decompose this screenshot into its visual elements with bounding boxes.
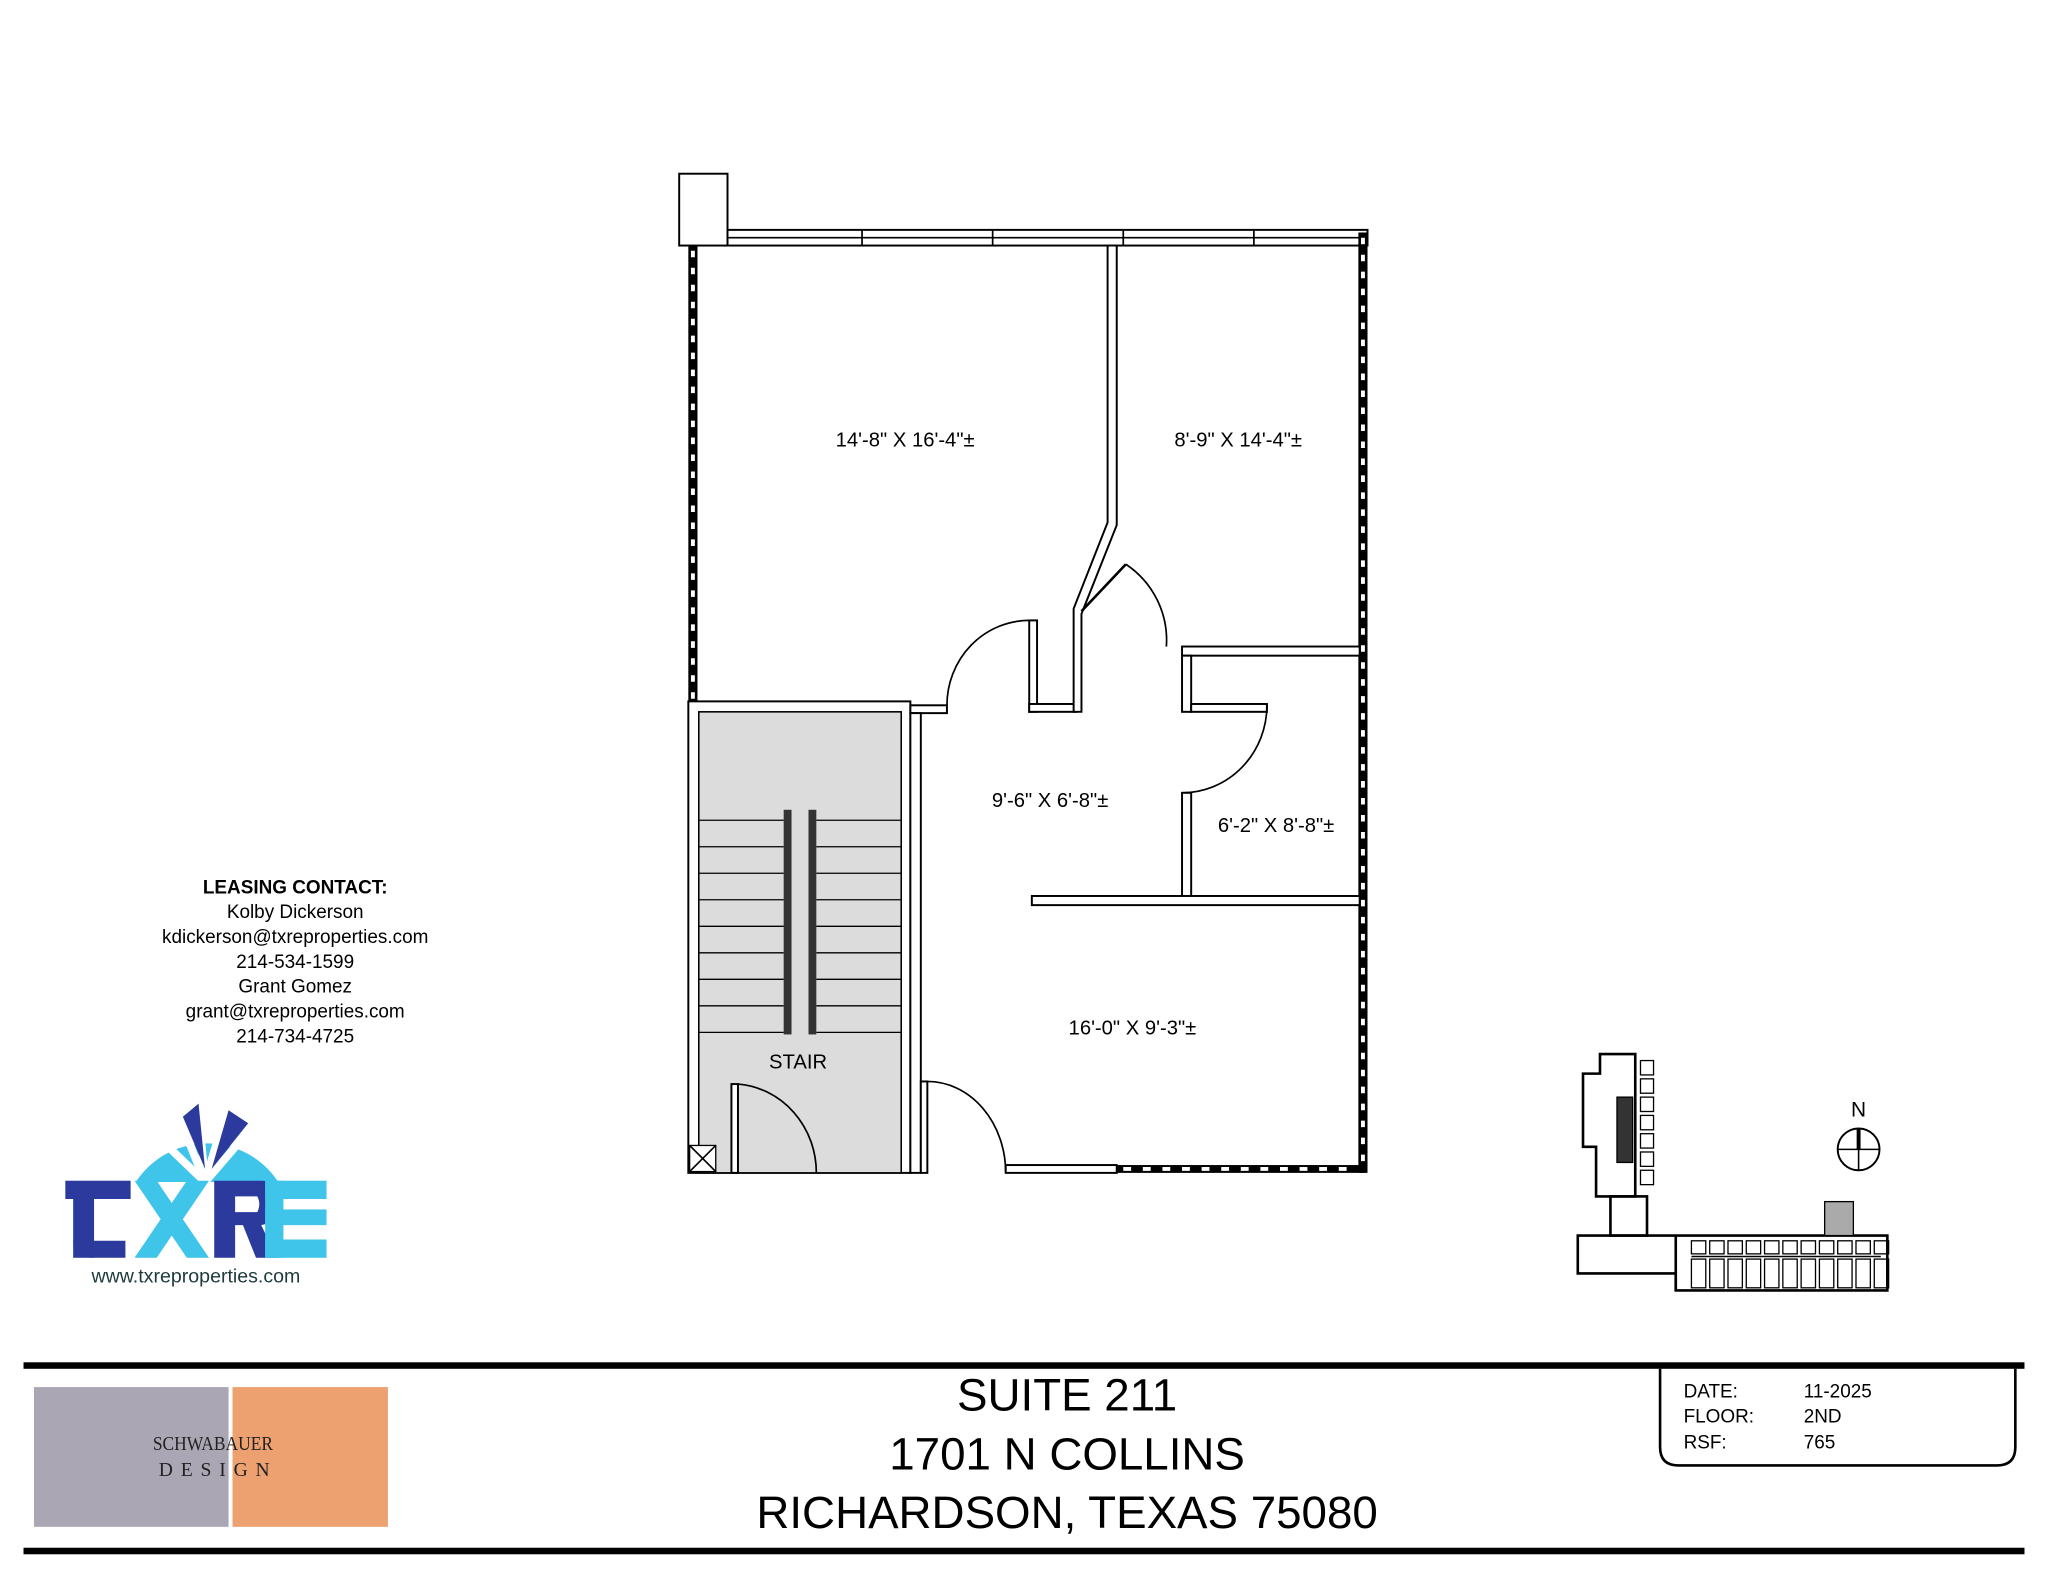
room-label: 6'-2" X 8'-8"± xyxy=(1218,815,1334,837)
top-window-wall xyxy=(726,228,1369,247)
room-label: 14'-8" X 16'-4"± xyxy=(836,430,975,452)
keyplan-room xyxy=(1800,1258,1817,1289)
room-label: 16'-0" X 9'-3"± xyxy=(1069,1017,1197,1039)
north-label: N xyxy=(1851,1099,1866,1122)
keyplan-room xyxy=(1727,1258,1744,1289)
address-line: 1701 N COLLINS xyxy=(889,1428,1245,1479)
contact-email[interactable]: kdickerson@txreproperties.com xyxy=(162,927,428,948)
contact-phone: 214-534-1599 xyxy=(236,952,354,973)
txre-url[interactable]: www.txreproperties.com xyxy=(90,1266,300,1288)
contact-phone: 214-734-4725 xyxy=(236,1026,354,1047)
stair-label: STAIR xyxy=(769,1051,827,1073)
designer-logo: SCHWABAUER DESIGN xyxy=(33,1387,388,1527)
leasing-contact: LEASING CONTACT: Kolby Dickerson kdicker… xyxy=(162,877,428,1047)
leasing-heading: LEASING CONTACT: xyxy=(203,877,388,898)
stair xyxy=(687,700,912,1174)
keyplan-room xyxy=(1709,1240,1725,1255)
keyplan-room xyxy=(1763,1258,1780,1289)
keyplan-room xyxy=(1727,1240,1744,1255)
floor-label: FLOOR: xyxy=(1684,1406,1754,1427)
keyplan-room xyxy=(1639,1133,1655,1149)
stair-fill xyxy=(697,711,903,1174)
keyplan-room xyxy=(1745,1258,1762,1289)
keyplan-room xyxy=(1745,1240,1762,1255)
keyplan-room xyxy=(1690,1258,1707,1289)
title-block: SCHWABAUER DESIGN SUITE 211 1701 N COLLI… xyxy=(23,1362,2025,1555)
rsf-label: RSF: xyxy=(1684,1432,1727,1453)
keyplan-room xyxy=(1800,1240,1817,1255)
floor-plan: 14'-8" X 16'-4"± 8'-9" X 14'-4"± 9'-6" X… xyxy=(678,172,1369,1174)
keyplan-room xyxy=(1690,1240,1707,1255)
rsf-value: 765 xyxy=(1804,1432,1836,1453)
keyplan-room xyxy=(1639,1151,1655,1168)
keyplan-room xyxy=(1873,1240,1890,1255)
date-label: DATE: xyxy=(1684,1382,1738,1403)
city-line: RICHARDSON, TEXAS 75080 xyxy=(756,1487,1377,1538)
room-label: 8'-9" X 14'-4"± xyxy=(1174,430,1302,452)
info-box xyxy=(1658,1368,2017,1467)
keyplan-room xyxy=(1873,1258,1890,1289)
keyplan-room xyxy=(1818,1258,1835,1289)
north-arrow-icon xyxy=(1836,1127,1881,1172)
keyplan-room xyxy=(1639,1096,1655,1113)
svg-text:DESIGN: DESIGN xyxy=(159,1460,278,1481)
keyplan-room xyxy=(1639,1114,1655,1131)
txre-logo: www.txreproperties.com xyxy=(65,1083,327,1288)
contact-name: Kolby Dickerson xyxy=(227,902,364,923)
keyplan-room xyxy=(1855,1258,1872,1289)
date-value: 11-2025 xyxy=(1804,1382,1872,1403)
keyplan-room xyxy=(1639,1078,1655,1094)
key-plan: N xyxy=(1576,1052,1890,1292)
keyplan-room xyxy=(1639,1169,1655,1186)
column-box xyxy=(678,172,729,247)
contact-email[interactable]: grant@txreproperties.com xyxy=(186,1001,405,1022)
bottom-exterior-wall xyxy=(1116,1165,1365,1173)
keyplan-room xyxy=(1837,1258,1853,1289)
keyplan-room xyxy=(1639,1059,1655,1076)
floor-value: 2ND xyxy=(1804,1406,1842,1427)
keyplan-room xyxy=(1782,1258,1798,1289)
keyplan-room xyxy=(1709,1258,1725,1289)
suite-title: SUITE 211 xyxy=(957,1370,1177,1421)
room-label: 9'-6" X 6'-8"± xyxy=(992,790,1108,812)
contact-name: Grant Gomez xyxy=(238,977,352,998)
keyplan-room xyxy=(1855,1240,1872,1255)
keyplan-room xyxy=(1782,1240,1798,1255)
keyplan-room xyxy=(1763,1240,1780,1255)
svg-text:SCHWABAUER: SCHWABAUER xyxy=(153,1434,274,1455)
keyplan-room xyxy=(1837,1240,1853,1255)
keyplan-room xyxy=(1818,1240,1835,1255)
